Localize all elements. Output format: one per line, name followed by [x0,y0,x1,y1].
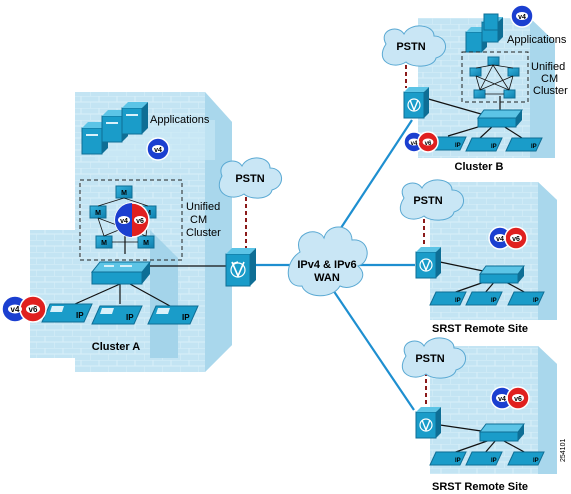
dual-stack-icon: v4 v6 [114,202,150,238]
pstn-cloud-srst2: PSTN [401,337,466,379]
srst2-building [430,346,557,474]
svg-text:v6: v6 [136,218,144,225]
svg-text:IP: IP [76,311,84,320]
svg-text:IP: IP [533,298,539,304]
cluster-b-label: Cluster B [455,161,504,173]
wan-cloud: IPv4 & IPv6 WAN [287,226,368,297]
dual-stack-icon: v4 v6 [1,295,47,323]
phone-icon: IP [507,451,545,466]
cm-servers-b [469,56,520,99]
wan-label-1: IPv4 & IPv6 [297,259,356,271]
svg-text:v4: v4 [411,141,418,147]
svg-text:IP: IP [455,143,461,149]
phone-icon: IP [429,291,467,306]
pstn-cloud-a: PSTN [219,157,282,199]
pstn-label-a: PSTN [235,173,264,185]
unified-label-b-1: Unified [531,61,565,73]
cluster-b-building [418,18,555,158]
cm-cluster-box-a [79,179,183,261]
cm-cluster-box-b [461,51,529,103]
svg-text:IP: IP [126,313,134,322]
dual-stack-icon: v4 v6 [488,226,528,250]
figure-id: 254101 [560,439,567,462]
svg-text:v6: v6 [425,141,432,147]
router-icon [225,248,256,287]
server-icon [121,102,148,135]
svg-text:IP: IP [491,144,497,150]
dual-stack-icon: v4 v6 [403,131,439,153]
dual-stack-icon: v4 [510,4,534,28]
svg-text:v4: v4 [496,236,504,243]
svg-text:v4: v4 [120,218,128,225]
svg-text:M: M [101,240,107,247]
unified-label-b-2: CM [541,73,558,85]
applications-label-b: Applications [507,34,567,46]
wan-label-2: WAN [314,272,340,284]
phone-icon: IP [507,291,545,306]
phone-icon: IP [429,451,467,466]
applications-label-a: Applications [150,114,210,126]
svg-text:IP: IP [491,458,497,464]
svg-text:IP: IP [182,313,190,322]
switch-icon [90,261,152,285]
svg-text:IP: IP [491,298,497,304]
svg-text:v4: v4 [11,305,20,314]
pstn-label-srst1: PSTN [413,195,442,207]
unified-label-a-3: Cluster [186,227,221,239]
svg-text:IP: IP [455,298,461,304]
svg-text:M: M [121,190,127,197]
unified-label-a-1: Unified [186,201,220,213]
phone-icon: IP [505,137,543,152]
pstn-label-srst2: PSTN [415,353,444,365]
phone-icon: IP [91,305,143,325]
svg-text:IP: IP [455,458,461,464]
phone-icon: IP [465,451,503,466]
dual-stack-icon: v4 [146,137,170,161]
pstn-cloud-srst1: PSTN [399,179,464,221]
svg-text:IP: IP [531,144,537,150]
svg-text:IP: IP [533,458,539,464]
cluster-a-label: Cluster A [92,341,141,353]
srst1-label: SRST Remote Site [432,323,528,335]
dual-stack-icon: v4 v6 [490,386,530,410]
switch-icon [479,265,525,284]
srst1-building [430,182,557,320]
svg-text:v4: v4 [498,396,506,403]
svg-text:M: M [143,240,149,247]
unified-label-a-2: CM [190,214,207,226]
wan-links [255,119,415,411]
switch-icon [477,109,523,128]
cm-server-icon: M [95,235,113,249]
phone-icon: IP [41,303,93,323]
phone-icon: IP [465,291,503,306]
router-icon [415,407,441,439]
router-icon [403,87,429,119]
cm-server-icon: M [137,235,155,249]
switch-icon [479,423,525,442]
pstn-links [245,58,427,410]
router-icon [415,247,441,279]
svg-text:v6: v6 [512,236,520,243]
phone-icon: IP [147,305,199,325]
srst2-label: SRST Remote Site [432,481,528,493]
v4-badge: v4 [154,147,162,154]
svg-text:v6: v6 [514,396,522,403]
phone-icon: IP [465,137,503,152]
svg-text:M: M [95,210,101,217]
unified-label-b-3: Cluster [533,85,568,97]
pstn-cloud-b: PSTN [381,25,446,67]
svg-text:v6: v6 [29,305,38,314]
cm-server-icon: M [115,185,133,199]
cm-server-icon: M [89,205,107,219]
pstn-label-b: PSTN [396,41,425,53]
svg-text:v4: v4 [518,14,526,21]
server-icon [483,13,499,31]
